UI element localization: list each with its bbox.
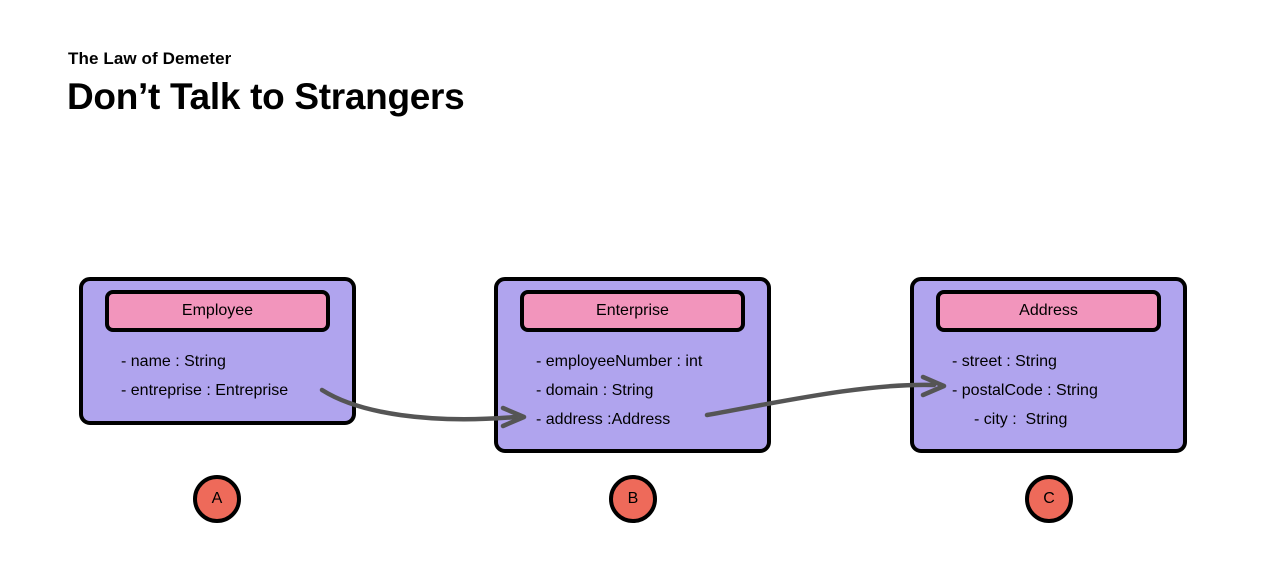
field-row: - address :Address <box>536 411 671 428</box>
class-box-employee[interactable]: Employee - name : String - entreprise : … <box>79 277 356 425</box>
field-row: - domain : String <box>536 382 654 399</box>
class-name-label: Enterprise <box>596 302 669 319</box>
eyebrow-label: The Law of Demeter <box>68 49 232 68</box>
class-name-label: Employee <box>181 302 254 319</box>
badge-c: C <box>1025 475 1073 523</box>
field-row: - entreprise : Entreprise <box>121 382 289 399</box>
page-title: Don’t Talk to Strangers <box>67 76 465 117</box>
class-box-enterprise[interactable]: Enterprise - employeeNumber : int - doma… <box>494 277 771 453</box>
field-list-enterprise: - employeeNumber : int - domain : String… <box>536 347 767 434</box>
field-row: - postalCode : String <box>952 382 1098 399</box>
badge-label: B <box>627 490 639 507</box>
field-list-address: - street : String - postalCode : String … <box>952 347 1183 434</box>
field-row: - name : String <box>121 353 226 370</box>
field-row: - city : String <box>974 411 1068 428</box>
class-header-enterprise: Enterprise <box>520 290 745 332</box>
badge-b: B <box>609 475 657 523</box>
badge-a: A <box>193 475 241 523</box>
class-header-address: Address <box>936 290 1161 332</box>
badge-label: A <box>211 490 223 507</box>
field-list-employee: - name : String - entreprise : Entrepris… <box>121 347 352 405</box>
class-box-address[interactable]: Address - street : String - postalCode :… <box>910 277 1187 453</box>
class-name-label: Address <box>1019 302 1078 319</box>
class-header-employee: Employee <box>105 290 330 332</box>
badge-label: C <box>1043 490 1055 507</box>
field-row: - employeeNumber : int <box>536 353 703 370</box>
field-row: - street : String <box>952 353 1057 370</box>
